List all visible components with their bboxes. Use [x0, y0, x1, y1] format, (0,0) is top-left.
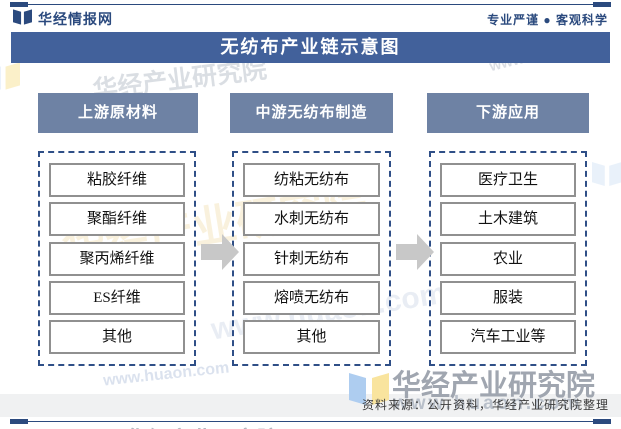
column-header-midstream: 中游无纺布制造 — [230, 93, 393, 133]
group-midstream: 纺粘无纺布 水刺无纺布 针刺无纺布 熔喷无纺布 其他 — [232, 151, 391, 366]
item-box: 其他 — [49, 320, 185, 354]
item-box: 汽车工业等 — [440, 320, 576, 354]
brand-name: 华经情报网 — [38, 11, 113, 27]
bottom-divider-dash-right — [593, 419, 611, 424]
item-box: 医疗卫生 — [440, 163, 576, 197]
flow-arrow-icon — [201, 232, 239, 272]
bottom-divider-dash-left — [10, 419, 28, 424]
item-box: 粘胶纤维 — [49, 163, 185, 197]
item-box: 聚酯纤维 — [49, 202, 185, 237]
group-upstream: 粘胶纤维 聚酯纤维 聚丙烯纤维 ES纤维 其他 — [38, 151, 196, 366]
watermark-text: 华经产业研究院 — [125, 422, 279, 429]
top-divider-dash-right — [593, 2, 611, 7]
diagram-title: 无纺布产业链示意图 — [11, 32, 610, 63]
watermark-book-icon — [0, 60, 20, 97]
top-divider-dash-left — [10, 2, 28, 7]
item-box: 服装 — [440, 280, 576, 315]
column-header-downstream: 下游应用 — [427, 93, 589, 133]
group-downstream: 医疗卫生 土木建筑 农业 服装 汽车工业等 — [429, 151, 587, 366]
source-note: 资料来源：公开资料，华经产业研究院整理 — [361, 398, 609, 412]
brand: 华经情报网 — [13, 8, 113, 31]
brand-slogan: 专业严谨 ● 客观科学 — [487, 12, 608, 27]
column-header-upstream: 上游原材料 — [38, 93, 198, 133]
bottom-divider — [10, 419, 611, 424]
item-box: 纺粘无纺布 — [243, 163, 380, 197]
footer-bar — [0, 394, 621, 417]
top-divider — [10, 2, 611, 7]
item-box: ES纤维 — [49, 280, 185, 315]
item-box: 水刺无纺布 — [243, 202, 380, 237]
item-box: 聚丙烯纤维 — [49, 241, 185, 276]
site-header: 华经情报网 专业严谨 ● 客观科学 — [13, 8, 608, 30]
item-box: 农业 — [440, 241, 576, 276]
watermark-book-icon — [592, 160, 621, 193]
item-box: 针刺无纺布 — [243, 241, 380, 276]
item-box: 熔喷无纺布 — [243, 280, 380, 315]
item-box: 其他 — [243, 320, 380, 354]
flow-arrow-icon — [396, 232, 434, 272]
brand-book-icon — [13, 8, 32, 31]
item-box: 土木建筑 — [440, 202, 576, 237]
